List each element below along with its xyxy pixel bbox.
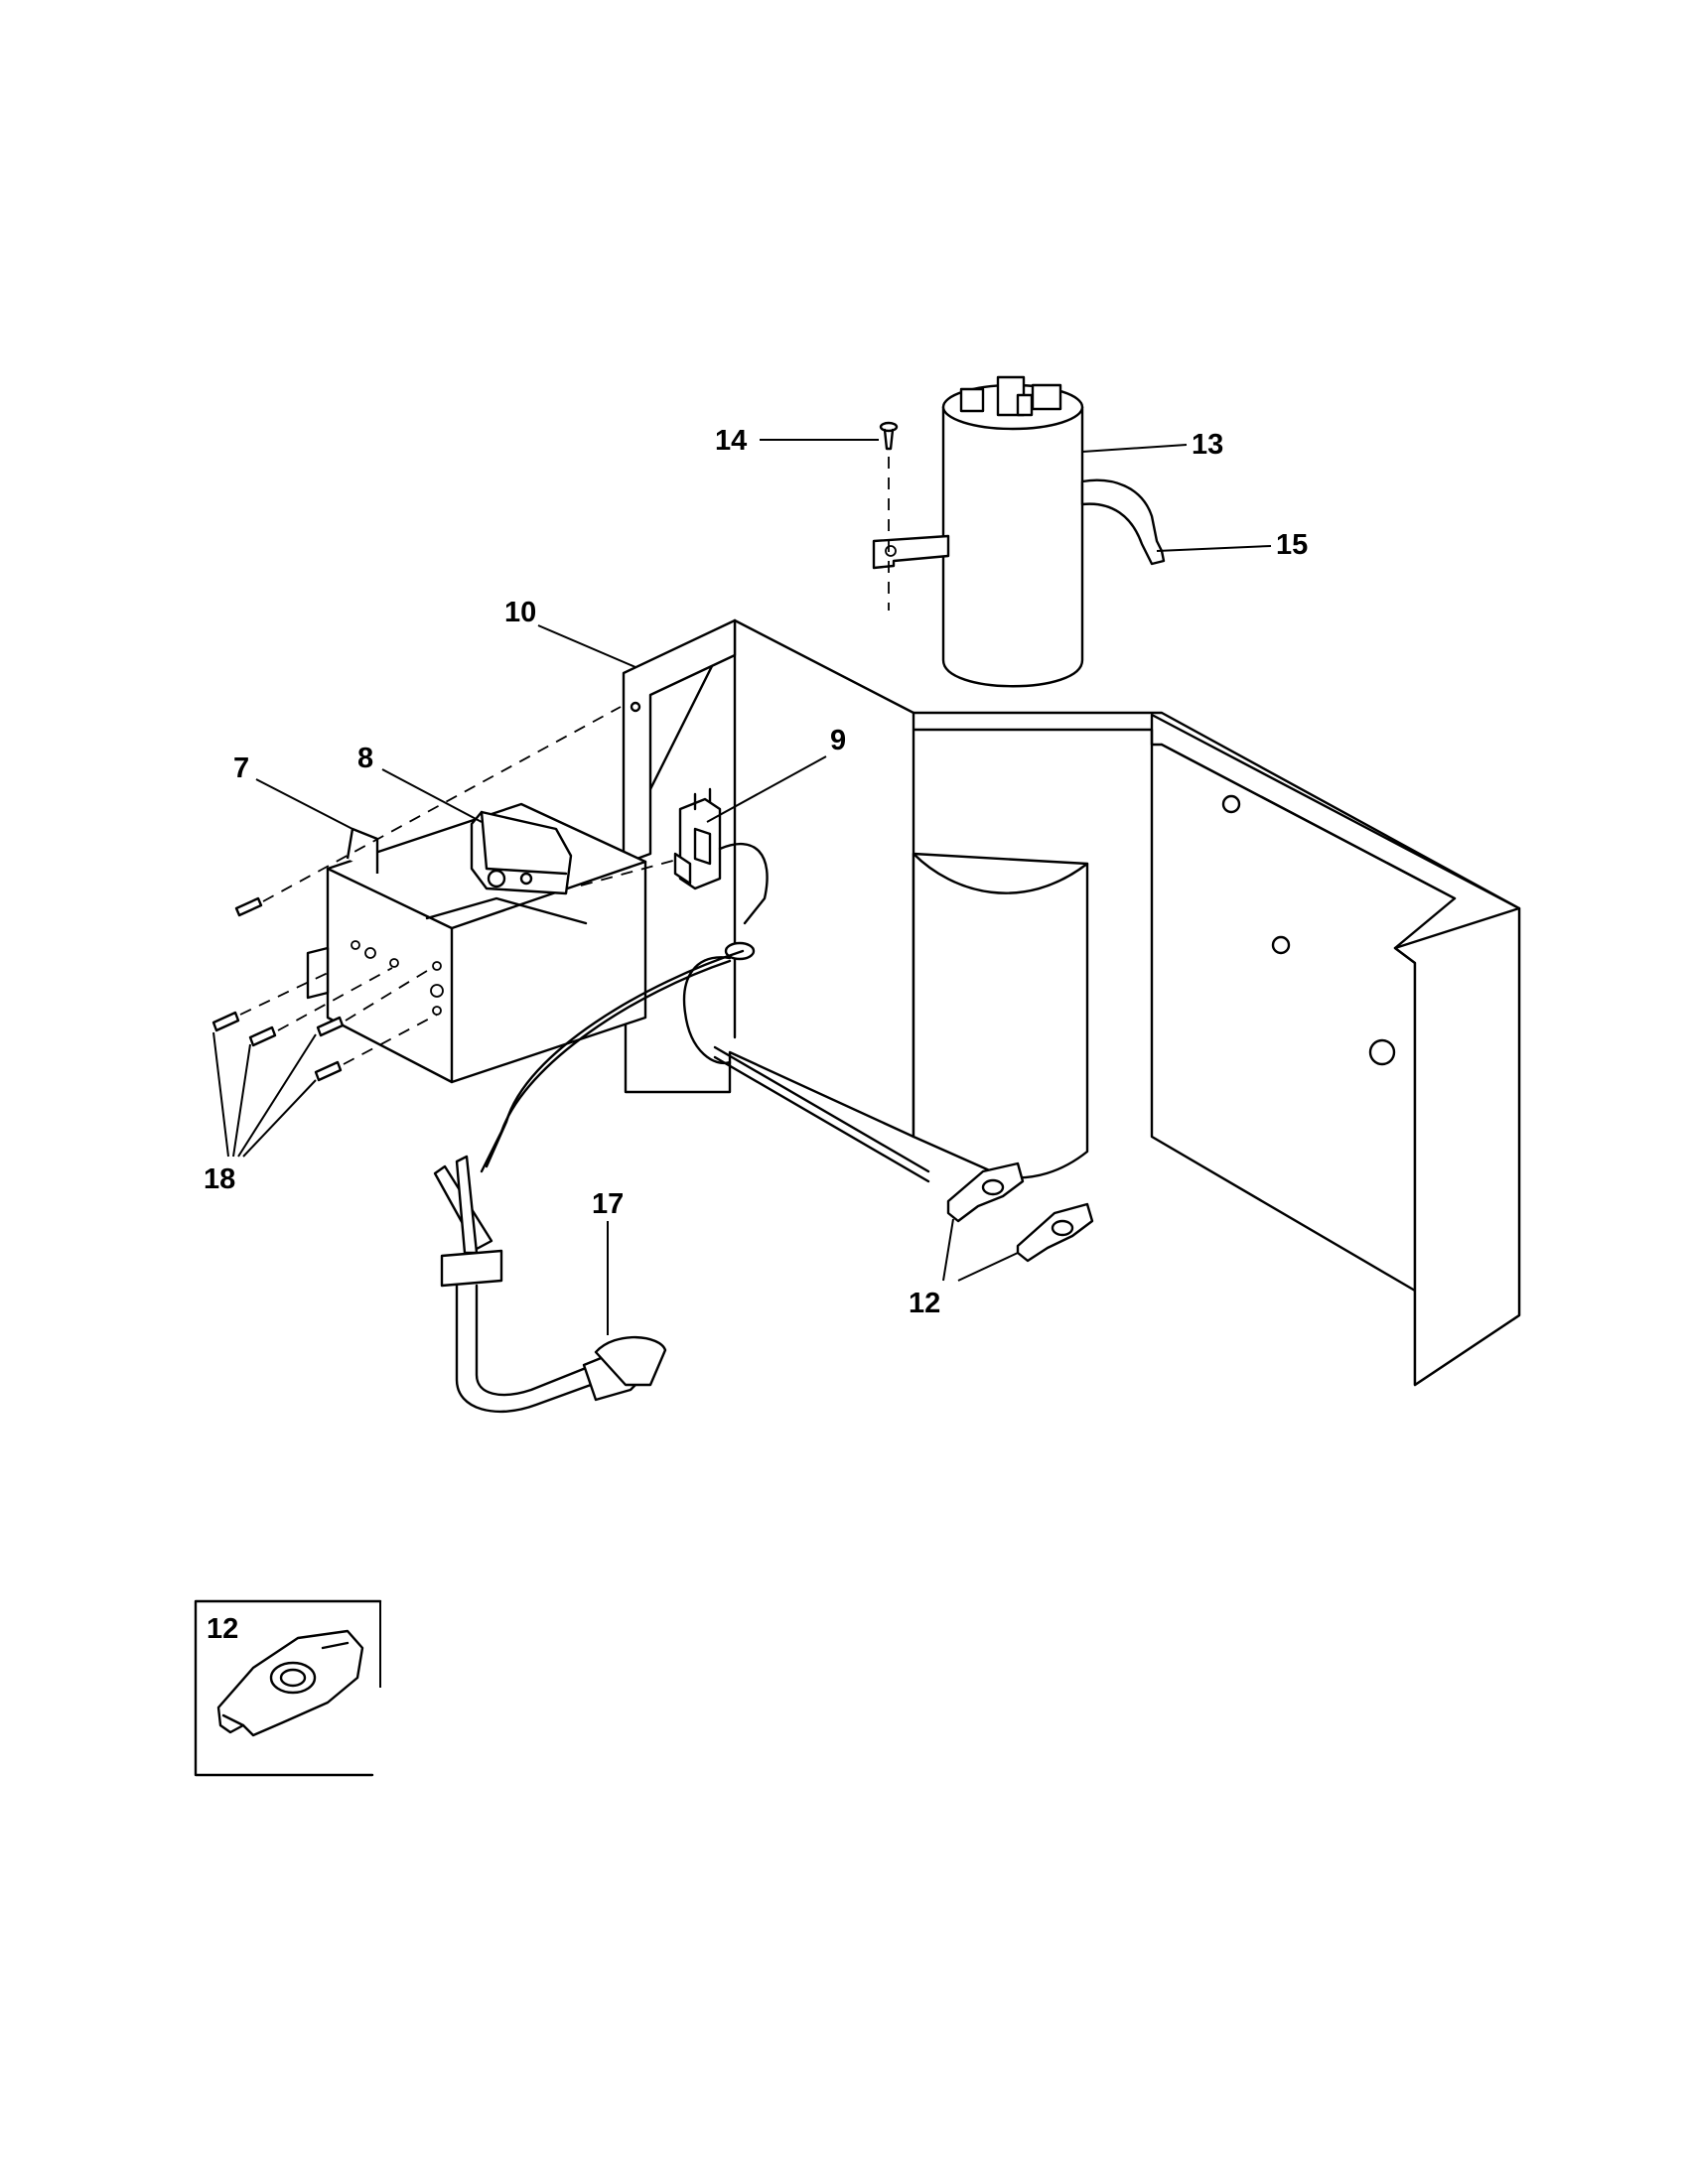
callout-13: 13 (1192, 429, 1223, 461)
inset-label: 12 (207, 1613, 238, 1645)
detail-inset: 12 (194, 1599, 382, 1777)
wiring (480, 843, 930, 1183)
callout-12: 12 (909, 1288, 940, 1319)
callout-10: 10 (504, 597, 536, 628)
callout-8: 8 (357, 743, 373, 774)
callout-9: 9 (830, 725, 846, 756)
capacitor (872, 375, 1084, 688)
power-cord (433, 1155, 667, 1413)
callout-7: 7 (233, 752, 249, 784)
callout-17: 17 (592, 1188, 624, 1220)
housing-panel (912, 711, 1521, 1387)
mounting-screws (211, 706, 681, 1082)
duct-shroud (912, 852, 1089, 1179)
callout-18: 18 (204, 1163, 235, 1195)
timer-switch (425, 810, 588, 925)
callout-labels: 14 13 15 10 8 7 9 18 17 12 (204, 425, 1308, 1319)
callout-14: 14 (715, 425, 747, 457)
inset-clip-icon (216, 1629, 364, 1737)
leader-lines (212, 439, 1272, 1335)
screw-14 (879, 421, 899, 611)
control-panel-bracket (622, 618, 915, 1139)
callout-15: 15 (1276, 529, 1308, 561)
selector-switch (673, 787, 722, 890)
capacitor-strap (1080, 478, 1166, 566)
clips-12 (946, 1161, 1094, 1263)
